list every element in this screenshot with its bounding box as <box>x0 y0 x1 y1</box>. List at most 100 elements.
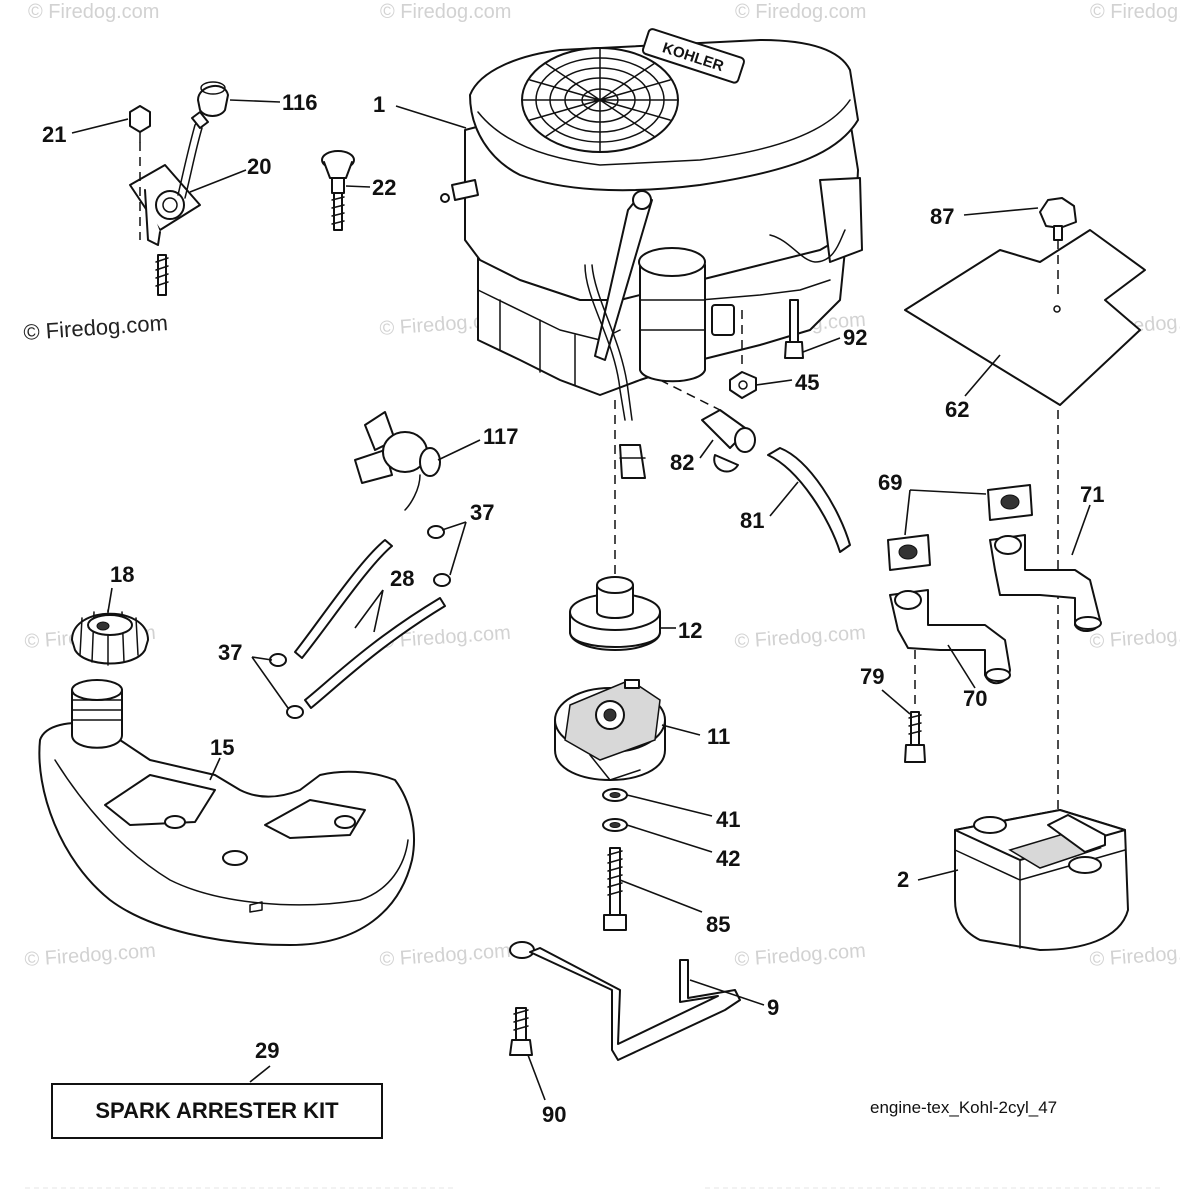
callout-70: 70 <box>963 686 987 711</box>
watermark: © Firedog.com <box>1090 1 1180 23</box>
leader-line <box>345 185 371 188</box>
sensor-82 <box>701 409 756 473</box>
callout-37: 37 <box>470 500 494 525</box>
gasket-top <box>987 484 1033 521</box>
watermark: © Firedog.com <box>24 940 157 971</box>
callout-15: 15 <box>210 735 234 760</box>
callout-69: 69 <box>878 470 902 495</box>
rod-9 <box>509 941 741 1061</box>
watermark: © Firedog.com <box>379 940 512 971</box>
callout-2: 2 <box>897 867 909 892</box>
bolt-87 <box>1039 197 1077 241</box>
callout-117: 117 <box>483 424 519 449</box>
leader-line <box>947 644 976 689</box>
hose-81 <box>767 447 851 553</box>
muffler <box>954 809 1129 951</box>
bolt-90 <box>509 1007 533 1056</box>
callout-28: 28 <box>390 566 414 591</box>
callout-92: 92 <box>843 325 867 350</box>
callout-85: 85 <box>706 912 730 937</box>
leader-line <box>769 481 799 517</box>
watermark: © Firedog.com <box>734 622 867 653</box>
gasket-mid <box>887 534 931 571</box>
leader-line <box>699 439 714 459</box>
leader-line <box>1071 504 1091 556</box>
callout-18: 18 <box>110 562 134 587</box>
callout-90: 90 <box>542 1102 566 1127</box>
watermark: © Firedog.com <box>734 940 867 971</box>
pulley <box>569 576 661 651</box>
callout-42: 42 <box>716 846 740 871</box>
electric-clutch <box>554 679 666 781</box>
bolt-79 <box>904 711 926 763</box>
leader-line <box>626 794 713 817</box>
watermark: © Firedog.com <box>380 1 511 23</box>
leader-line <box>441 521 467 576</box>
leader-line <box>354 589 384 633</box>
leader-line <box>661 724 701 736</box>
diagram-code: engine-tex_Kohl-2cyl_47 <box>870 1098 1057 1117</box>
watermark: © Firedog.com <box>735 1 866 23</box>
leader-line <box>626 824 713 853</box>
washer-41 <box>602 788 628 802</box>
leader-line <box>527 1054 546 1101</box>
callout-45: 45 <box>795 370 819 395</box>
engine-assembly: KOHLER <box>440 28 863 479</box>
leader-line <box>437 439 481 461</box>
spark-arrester-kit-box <box>51 1083 383 1139</box>
heat-shield <box>904 229 1146 406</box>
bolt-92 <box>784 299 804 359</box>
leader-line <box>964 354 1001 397</box>
fuel-tank <box>38 679 415 946</box>
callout-11: 11 <box>707 724 730 749</box>
callout-22: 22 <box>372 175 396 200</box>
washer-42 <box>602 818 628 832</box>
leader-line <box>395 105 467 129</box>
leader-line <box>229 99 281 103</box>
watermark: © Firedog.com <box>1089 622 1180 653</box>
watermark: © Firedog.com <box>1089 940 1180 971</box>
callout-21: 21 <box>42 122 66 147</box>
callout-9: 9 <box>767 995 779 1020</box>
fuel-cap <box>71 609 149 666</box>
callout-81: 81 <box>740 508 764 533</box>
starter-motor <box>638 247 706 383</box>
leader-line <box>209 757 221 781</box>
leader-line <box>249 1065 271 1083</box>
callout-41: 41 <box>716 807 740 832</box>
callout-62: 62 <box>945 397 969 422</box>
leader-line <box>963 207 1039 216</box>
hose-clamps <box>269 525 451 719</box>
bolt-85 <box>603 847 627 931</box>
leader-line <box>881 689 911 715</box>
callout-37: 37 <box>218 640 242 665</box>
knob-22 <box>321 150 355 231</box>
leader-line <box>802 337 841 353</box>
leader-line <box>107 587 113 613</box>
exhaust-pipe-70 <box>889 589 1011 685</box>
copyright-watermark: © Firedog.com <box>23 310 169 345</box>
dashed-line <box>659 379 721 411</box>
callout-1: 1 <box>373 92 385 117</box>
callout-116: 116 <box>282 90 318 115</box>
callout-71: 71 <box>1080 482 1104 507</box>
watermark: © Firedog.com <box>28 1 159 23</box>
fuel-filter <box>354 411 441 511</box>
callout-29: 29 <box>255 1038 279 1063</box>
leader-line <box>71 118 129 134</box>
throttle-control <box>129 81 229 296</box>
leader-line <box>689 979 765 1006</box>
exhaust-pipe-71 <box>989 534 1102 632</box>
callout-12: 12 <box>678 618 702 643</box>
spark-arrester-kit-label: SPARK ARRESTER KIT <box>95 1098 339 1123</box>
leader-line <box>251 656 289 709</box>
callout-20: 20 <box>247 154 271 179</box>
leader-line <box>917 869 959 881</box>
leader-line <box>755 379 793 386</box>
fuel-hoses <box>294 539 446 709</box>
fan-screen <box>521 47 679 153</box>
callout-82: 82 <box>670 450 694 475</box>
leader-line <box>619 879 703 913</box>
callout-79: 79 <box>860 664 884 689</box>
